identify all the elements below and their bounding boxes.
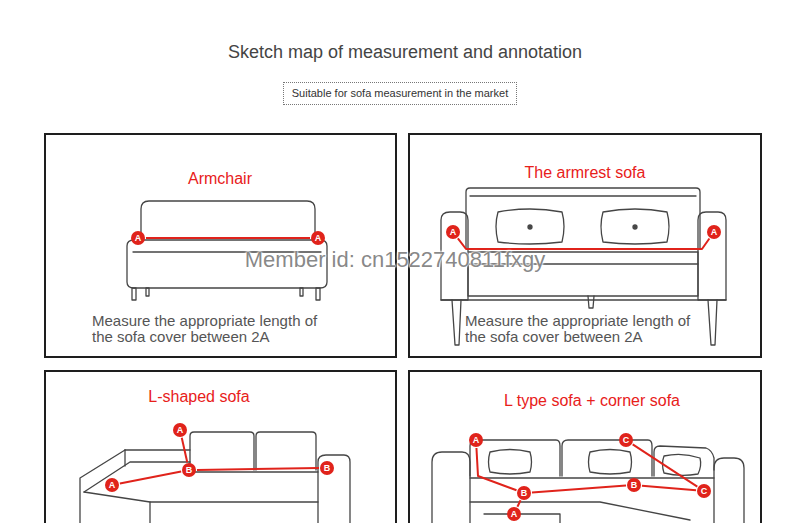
marker-letter: C bbox=[701, 487, 708, 496]
sofa-stroke bbox=[190, 471, 318, 472]
marker-letter: A bbox=[711, 228, 718, 237]
sofa-stroke bbox=[484, 514, 560, 523]
measure-line bbox=[517, 500, 520, 507]
marker-circle: A bbox=[469, 433, 483, 447]
sofa-stroke bbox=[496, 209, 564, 244]
diagram-panel: L-shaped sofaA B B A bbox=[44, 370, 397, 523]
marker-letter: A bbox=[511, 510, 518, 519]
marker-circle: B bbox=[517, 486, 531, 500]
marker-circle: A bbox=[173, 423, 187, 437]
sofa-stroke bbox=[470, 195, 696, 196]
sofa-stroke bbox=[441, 299, 726, 300]
sofa-stroke bbox=[124, 450, 125, 466]
marker-letter: B bbox=[186, 466, 193, 475]
sofa-stroke bbox=[470, 440, 560, 476]
panel-heading: The armrest sofa bbox=[525, 163, 646, 182]
marker-circle: C bbox=[697, 484, 711, 498]
marker-letter: B bbox=[324, 464, 331, 473]
marker-letter: A bbox=[177, 426, 184, 435]
measure-line bbox=[476, 448, 516, 490]
diagram-panel: L type sofa + corner sofaA C B B C A bbox=[408, 370, 762, 523]
sofa-stroke bbox=[300, 288, 303, 296]
sofa-stroke bbox=[663, 454, 701, 475]
measure-line bbox=[642, 486, 696, 491]
sofa-stroke bbox=[149, 502, 150, 523]
diagram-panel: The armrest sofaMeasure the appropriate … bbox=[408, 133, 762, 358]
panel-heading: L type sofa + corner sofa bbox=[504, 391, 680, 410]
measure-line bbox=[532, 486, 626, 493]
sofa-stroke bbox=[708, 300, 717, 345]
marker-letter: A bbox=[135, 234, 142, 243]
marker-letter: A bbox=[473, 436, 480, 445]
sofa-stroke bbox=[84, 462, 190, 492]
sofa-stroke bbox=[80, 450, 125, 523]
note-box: Suitable for sofa measurement in the mar… bbox=[283, 82, 517, 105]
marker-letter: B bbox=[631, 481, 638, 490]
l-shaped-sofa-drawing bbox=[80, 432, 350, 523]
marker-circle: A bbox=[105, 478, 119, 492]
marker-letter: C bbox=[623, 436, 630, 445]
marker-circle: B bbox=[320, 461, 334, 475]
marker-letter: A bbox=[315, 234, 322, 243]
sofa-stroke bbox=[318, 455, 350, 523]
measure-line bbox=[146, 237, 310, 239]
marker-circle: C bbox=[619, 433, 633, 447]
sofa-stroke bbox=[141, 201, 315, 238]
sofa-stroke bbox=[714, 458, 744, 523]
marker-circle: A bbox=[507, 507, 521, 521]
sofa-stroke bbox=[190, 432, 254, 470]
sofa-stroke bbox=[601, 209, 669, 244]
marker-circle: B bbox=[627, 478, 641, 492]
panel-heading: Armchair bbox=[188, 169, 252, 188]
sofa-stroke bbox=[452, 300, 461, 345]
marker-circle: A bbox=[131, 231, 145, 245]
sofa-stroke bbox=[432, 452, 470, 523]
sofa-stroke bbox=[489, 450, 532, 475]
measure-note: Measure the appropriate length of the so… bbox=[92, 313, 330, 345]
sofa-stroke bbox=[316, 288, 320, 300]
marker-circle: A bbox=[446, 225, 460, 239]
measure-line bbox=[633, 444, 698, 486]
sofa-stroke bbox=[588, 296, 594, 308]
sofa-stroke bbox=[132, 288, 136, 300]
sofa-stroke bbox=[633, 225, 637, 229]
sofa-stroke bbox=[654, 446, 714, 476]
marker-letter: A bbox=[109, 481, 116, 490]
panel-heading: L-shaped sofa bbox=[148, 387, 249, 406]
sofa-stroke bbox=[470, 502, 690, 520]
measure-line bbox=[182, 438, 187, 462]
watermark: Member id: cn1522740811fxgy bbox=[245, 247, 545, 273]
measure-note: Measure the appropriate length of the so… bbox=[465, 313, 703, 345]
sofa-stroke bbox=[589, 450, 632, 475]
measure-line bbox=[197, 468, 319, 470]
page-title: Sketch map of measurement and annotation bbox=[228, 42, 582, 63]
sofa-stroke bbox=[470, 477, 714, 478]
diagram-panel: ArmchairMeasure the appropriate length o… bbox=[44, 133, 397, 358]
marker-letter: B bbox=[521, 489, 528, 498]
corner-sofa-drawing bbox=[432, 440, 744, 523]
sofa-stroke bbox=[146, 288, 149, 296]
sofa-stroke bbox=[125, 449, 190, 450]
sofa-stroke bbox=[84, 492, 318, 502]
sofa-stroke bbox=[528, 225, 532, 229]
sofa-stroke bbox=[698, 212, 726, 300]
measure-line bbox=[120, 472, 181, 484]
note-text: Suitable for sofa measurement in the mar… bbox=[292, 87, 508, 100]
marker-circle: B bbox=[182, 463, 196, 477]
marker-circle: A bbox=[707, 225, 721, 239]
marker-letter: A bbox=[450, 228, 457, 237]
sofa-stroke bbox=[562, 440, 652, 476]
sofa-stroke bbox=[256, 432, 316, 470]
marker-circle: A bbox=[311, 231, 325, 245]
sofa-stroke bbox=[466, 188, 700, 248]
